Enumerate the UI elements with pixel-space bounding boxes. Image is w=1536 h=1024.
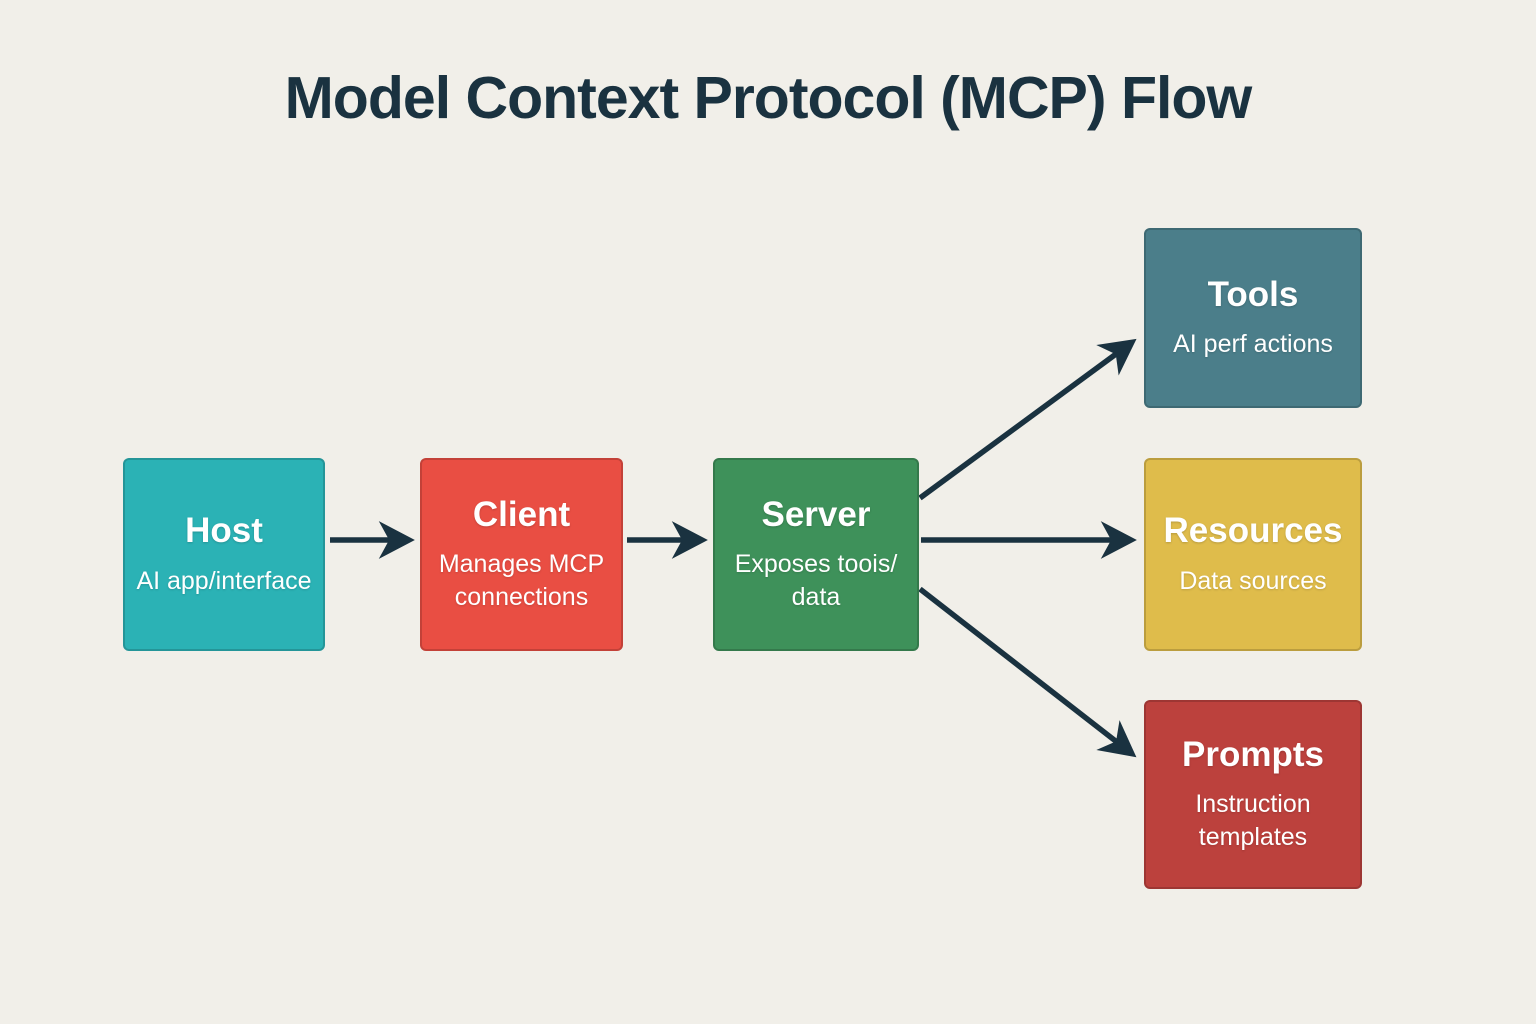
node-server-sublabel: Exposes toois/ data <box>734 550 898 611</box>
node-host: Host AI app/interface <box>123 458 325 651</box>
node-resources-sublabel: Data sources <box>1179 566 1327 595</box>
node-server-label: Server <box>761 494 871 534</box>
node-client: Client Manages MCP connections <box>420 458 623 651</box>
node-host-sublabel: AI app/interface <box>136 566 312 595</box>
node-prompts-sublabel: Instruction templates <box>1195 790 1311 851</box>
node-prompts-label: Prompts <box>1182 734 1324 774</box>
node-client-sublabel: Manages MCP connections <box>438 550 605 611</box>
arrow-server-to-tools <box>918 338 1137 501</box>
node-resources-label: Resources <box>1163 511 1343 550</box>
node-tools-sublabel: AI perf actions <box>1173 330 1333 358</box>
node-tools: Tools AI perf actions <box>1144 228 1362 408</box>
node-client-label: Client <box>472 494 571 534</box>
node-host-label: Host <box>185 511 263 550</box>
node-prompts: Prompts Instruction templates <box>1144 700 1362 889</box>
node-server: Server Exposes toois/ data <box>713 458 919 651</box>
node-tools-label: Tools <box>1207 274 1299 314</box>
diagram-title: Model Context Protocol (MCP) Flow <box>284 65 1253 131</box>
arrow-server-to-prompts <box>918 586 1137 758</box>
node-resources: Resources Data sources <box>1144 458 1362 651</box>
